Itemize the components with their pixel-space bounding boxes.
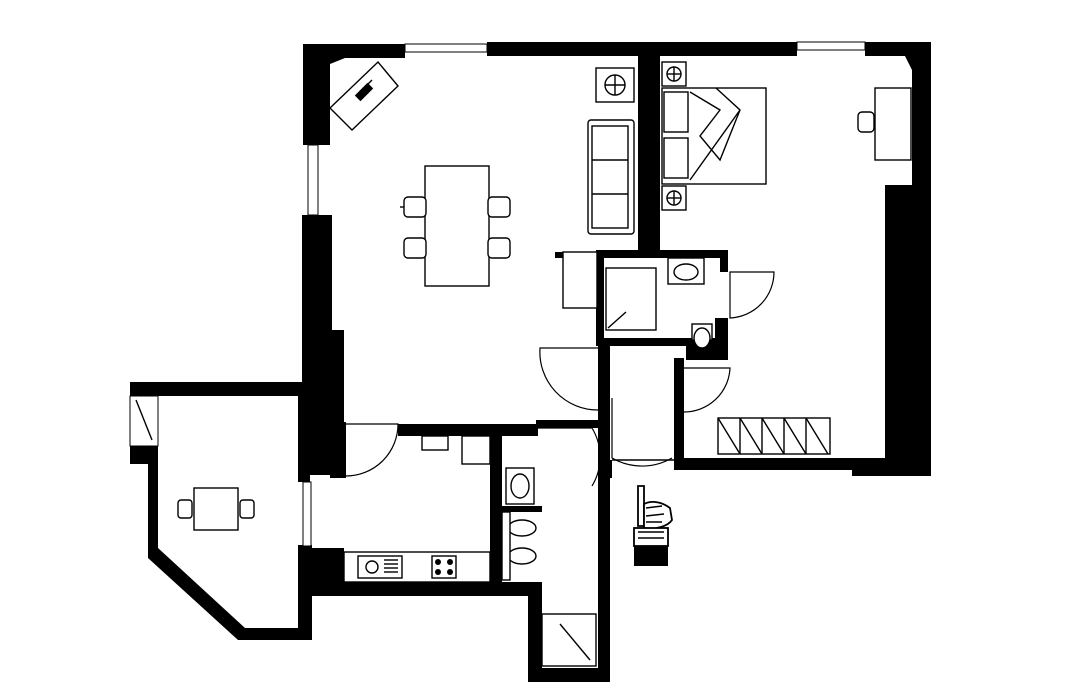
door-kitchen xyxy=(345,423,399,477)
living-furniture xyxy=(328,60,635,309)
corner-desk xyxy=(328,60,399,131)
wall-living-bedroom xyxy=(638,52,660,252)
wc-cistern xyxy=(501,511,511,581)
wall-corner-top-left xyxy=(303,44,345,145)
bedroom-desk xyxy=(857,87,912,161)
wall-terrace-top xyxy=(130,382,310,396)
wall-storage-bottom xyxy=(528,668,610,682)
wall-entrance-post xyxy=(598,460,612,478)
wall-hall-right xyxy=(674,358,684,470)
bathroom-toilet xyxy=(691,323,713,349)
interior-walls xyxy=(330,52,728,584)
door-bedroom xyxy=(683,367,731,413)
door-living xyxy=(539,347,599,411)
wall-bath-right-bottom xyxy=(715,318,728,360)
wall-right-bedroom-thick xyxy=(885,185,913,475)
windows xyxy=(129,41,866,547)
wall-left-living-inner xyxy=(330,330,344,430)
nightstand-bottom xyxy=(661,185,687,211)
wall-terrace-diagonal xyxy=(148,548,310,640)
cooktop-icon xyxy=(431,555,457,579)
wall-top-middle xyxy=(487,42,797,56)
terrace-chair-right xyxy=(239,499,255,519)
bathroom-sink xyxy=(667,257,705,285)
kitchen-fixtures xyxy=(343,435,491,583)
door-wc xyxy=(536,427,601,487)
wall-bath-left xyxy=(596,250,604,346)
storage-shower xyxy=(541,613,597,667)
sofa xyxy=(587,119,635,235)
wall-kitchen-corner xyxy=(310,548,344,596)
air-conditioner-icon xyxy=(595,67,635,103)
terrace-furniture xyxy=(177,487,255,531)
dining-table xyxy=(424,165,490,287)
wall-kitchen-right xyxy=(490,424,502,584)
wall-bath-top xyxy=(596,250,728,258)
kitchen-sink-icon xyxy=(357,555,403,579)
double-bed xyxy=(661,87,767,185)
wall-wc-partition xyxy=(502,506,542,512)
wall-bottom-bedroom xyxy=(675,458,931,476)
wall-kitchen-top xyxy=(398,424,538,436)
doors xyxy=(345,271,775,487)
wall-terrace-left xyxy=(148,445,158,555)
wall-bath-right-top xyxy=(720,250,728,272)
door-bedroom-bath xyxy=(729,271,775,319)
wall-bath-bottom xyxy=(596,338,692,346)
window-bedroom-top xyxy=(796,41,866,51)
wall-terrace-right-top xyxy=(298,382,310,482)
wall-wc-top xyxy=(536,420,600,428)
terrace-chair-left xyxy=(177,499,193,519)
wall-storage-left xyxy=(528,582,542,680)
dining-chairs xyxy=(400,196,511,259)
wc-bidet xyxy=(507,547,537,565)
wall-kitchen-left-top xyxy=(330,422,346,478)
nightstand-top xyxy=(661,61,687,87)
wardrobe xyxy=(717,417,831,455)
window-living-left xyxy=(307,144,319,216)
wall-kitchen-bottom xyxy=(298,582,530,596)
wc-sink xyxy=(505,467,535,505)
wall-storage-right xyxy=(598,420,610,682)
hall-cabinet xyxy=(562,251,598,309)
wc-fixtures xyxy=(501,467,537,581)
door-entrance xyxy=(611,398,673,467)
bathroom-fixtures xyxy=(605,257,713,349)
outer-walls xyxy=(130,42,931,682)
window-living-top xyxy=(404,43,488,53)
shower-tray xyxy=(605,267,657,331)
entrance-pointer-hand-icon xyxy=(633,485,673,566)
window-terrace-hatch xyxy=(135,399,153,441)
kitchen-hood xyxy=(421,435,449,451)
bedroom-furniture xyxy=(661,61,912,455)
terrace-table xyxy=(193,487,239,531)
wall-hall-left xyxy=(598,346,610,420)
wall-right-bedroom xyxy=(912,42,931,476)
kitchen-fridge xyxy=(461,435,491,465)
window-kitchen xyxy=(302,481,312,547)
